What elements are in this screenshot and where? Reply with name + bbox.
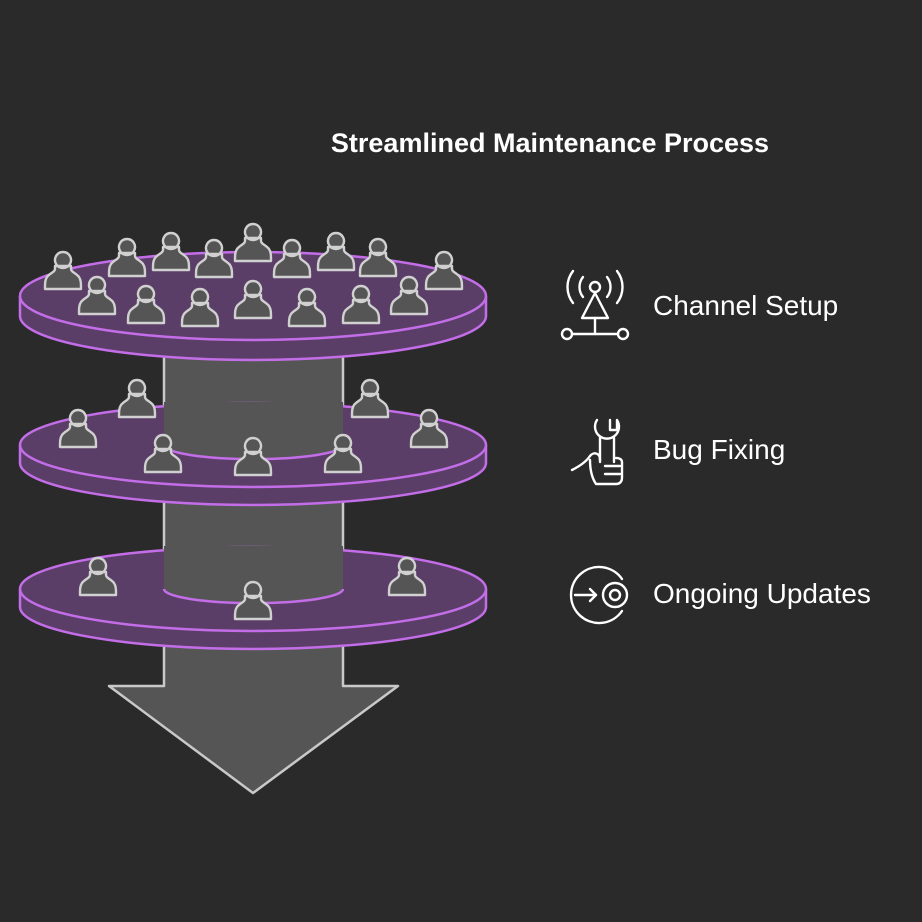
diagram-title: Streamlined Maintenance Process [330,128,770,158]
stage-label-ongoing-updates: Ongoing Updates [653,578,871,609]
antenna-icon [560,269,630,341]
stage-label-channel-setup: Channel Setup [653,290,839,321]
stage-label-bug-fixing: Bug Fixing [653,434,786,465]
arrow-target-icon [569,565,629,625]
wrench-hand-icon [570,418,624,486]
